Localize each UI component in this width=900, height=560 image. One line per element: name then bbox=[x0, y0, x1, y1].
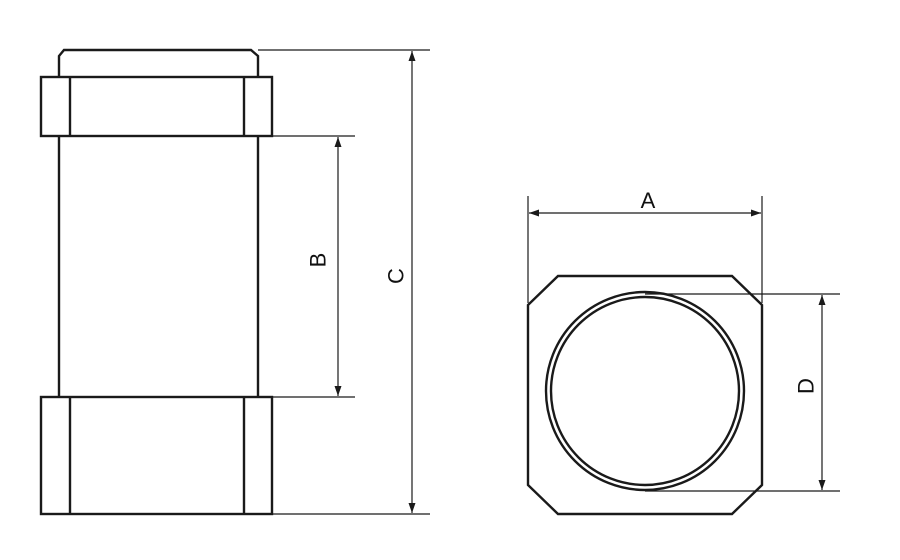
end-extension-lines bbox=[527, 196, 840, 492]
octagon-outline bbox=[526, 274, 764, 516]
dimension-c-label: C bbox=[384, 268, 409, 284]
dimension-d: D bbox=[794, 295, 826, 490]
outer-circle bbox=[544, 290, 746, 492]
lower-hex-nut bbox=[39, 395, 274, 516]
end-view bbox=[526, 274, 764, 516]
dimension-b: B bbox=[306, 137, 342, 396]
side-view bbox=[39, 48, 274, 516]
top-thread-cap bbox=[57, 48, 260, 77]
dimension-a-label: A bbox=[641, 188, 656, 213]
upper-hex-nut bbox=[39, 75, 274, 138]
dimension-c: C bbox=[384, 51, 416, 513]
dimension-d-label: D bbox=[794, 378, 819, 394]
dimension-a: A bbox=[529, 188, 761, 217]
dimension-b-label: B bbox=[306, 253, 331, 268]
side-extension-lines bbox=[258, 49, 430, 515]
inner-circle bbox=[549, 295, 741, 487]
